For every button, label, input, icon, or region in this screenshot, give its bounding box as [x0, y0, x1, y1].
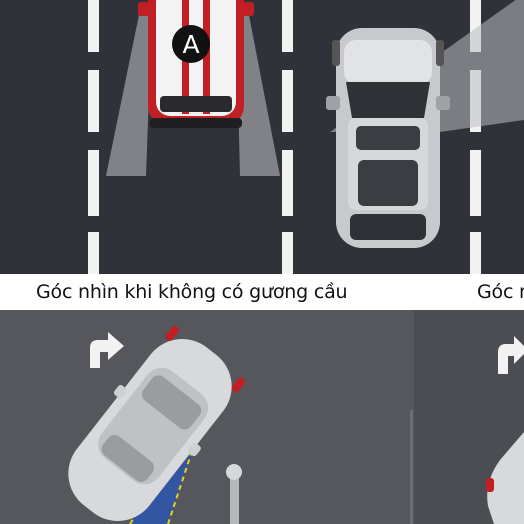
car-turning: [68, 325, 246, 521]
car-a: A: [138, 0, 254, 128]
top-road-scene: A: [0, 0, 524, 274]
lane-line-center: [282, 0, 293, 52]
view-cone-left: [106, 10, 152, 176]
lane-line-left: [88, 0, 99, 52]
panel-divider: [410, 410, 413, 524]
bollard: [226, 464, 242, 524]
caption-right-partial: Góc n: [477, 281, 524, 303]
car-a-label: A: [182, 30, 199, 59]
view-cone-right: [236, 10, 280, 176]
cone-edge-right: [167, 435, 198, 524]
car-silver-suv: [326, 28, 450, 248]
turn-right-arrow-icon: [90, 332, 124, 368]
caption-left: Góc nhìn khi không có gương cầu: [36, 281, 348, 303]
turn-right-arrow-icon-right: [498, 336, 524, 374]
car-turning-partial: [486, 432, 524, 524]
bottom-road-illustration: [0, 310, 524, 524]
top-road-illustration: A: [88, 0, 524, 274]
bottom-road-scene: [0, 310, 524, 524]
lane-line-right: [470, 0, 481, 52]
